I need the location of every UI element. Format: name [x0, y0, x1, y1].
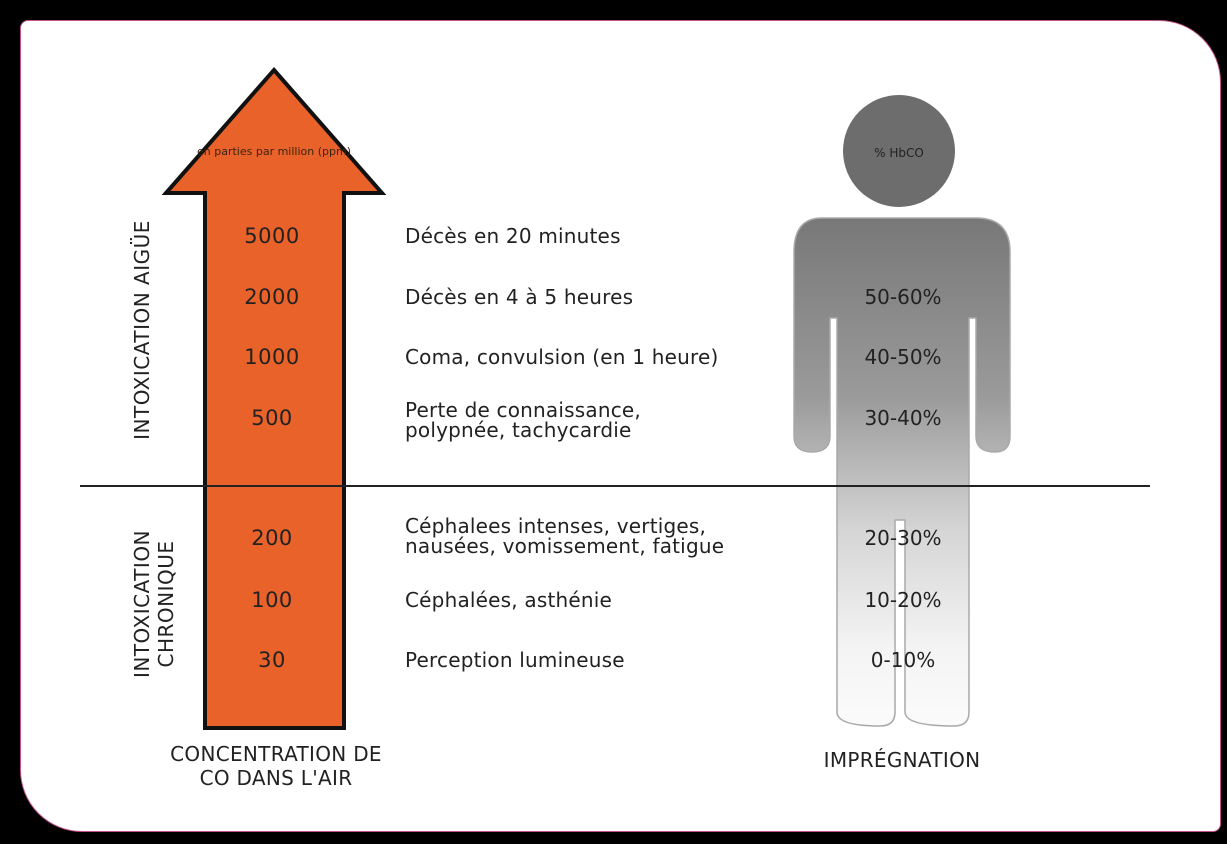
effect-text: Décès en 4 à 5 heures: [405, 285, 634, 309]
effect-text: Céphalées, asthénie: [405, 588, 613, 612]
hbco-value: 50-60%: [864, 285, 942, 309]
hbco-value: 0-10%: [870, 648, 936, 672]
ppm-value: 30: [258, 648, 286, 672]
effect-text: Perception lumineuse: [405, 648, 625, 672]
concentration-arrow: [161, 66, 387, 730]
hbco-value: 10-20%: [864, 588, 942, 612]
hbco-value: 30-40%: [864, 406, 942, 430]
ppm-value: 200: [251, 526, 293, 550]
section-chronic-label: INTOXICATION CHRONIQUE: [130, 529, 178, 679]
ppm-value: 500: [251, 406, 293, 430]
section-acute-label: INTOXICATION AIGÜE: [130, 220, 154, 440]
hbco-label: % HbCO: [874, 146, 924, 160]
ppm-value: 1000: [244, 345, 300, 369]
effect-text: Céphalees intenses, vertiges, nausées, v…: [405, 514, 725, 558]
body-silhouette: [793, 217, 1011, 727]
effect-text: Coma, convulsion (en 1 heure): [405, 345, 719, 369]
ppm-value: 100: [251, 588, 293, 612]
human-figure-icon: [793, 95, 1011, 727]
ppm-value: 2000: [244, 285, 300, 309]
effect-text: Perte de connaissance, polypnée, tachyca…: [405, 398, 641, 442]
impregnation-caption: IMPRÉGNATION: [823, 748, 981, 772]
arrow-unit-label: en parties par million (ppm): [197, 145, 351, 158]
effect-text: Décès en 20 minutes: [405, 224, 621, 248]
head-circle: [843, 95, 955, 207]
hbco-value: 40-50%: [864, 345, 942, 369]
ppm-value: 5000: [244, 224, 300, 248]
hbco-value: 20-30%: [864, 526, 942, 550]
concentration-caption: CONCENTRATION DE CO DANS L'AIR: [170, 742, 382, 790]
